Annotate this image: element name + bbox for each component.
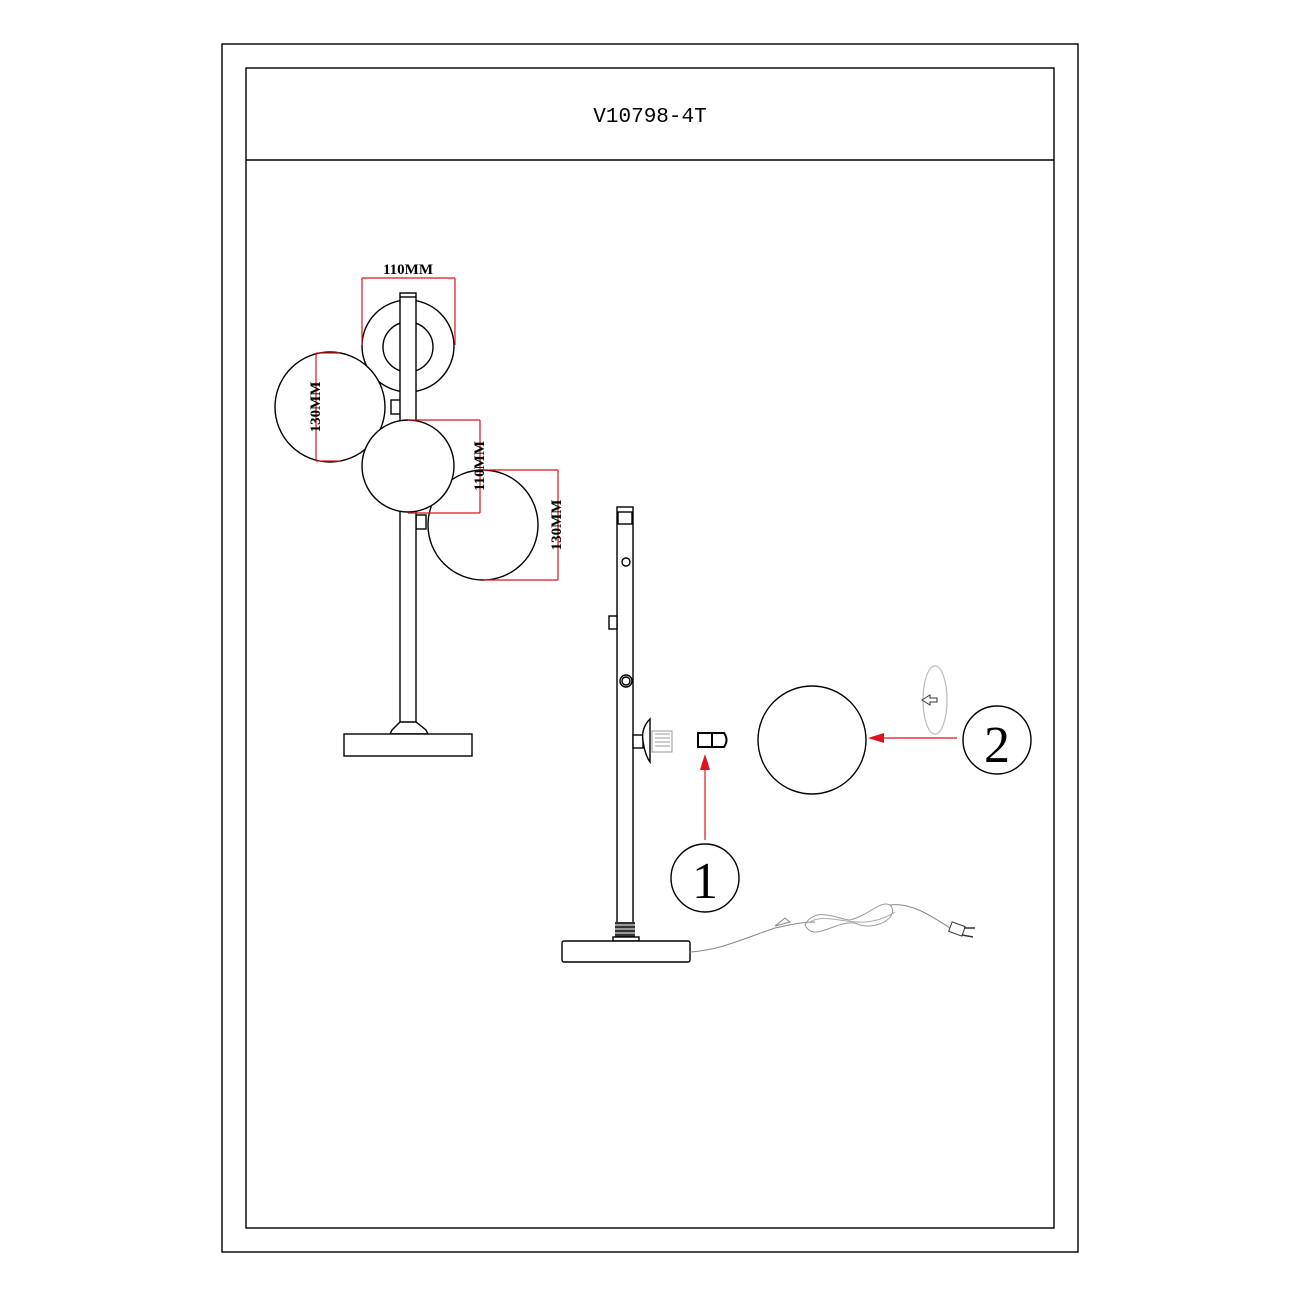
pole-hole xyxy=(619,674,633,688)
left-globe xyxy=(274,351,386,463)
outer-frame xyxy=(221,43,1079,1253)
dimension-label: 110MM xyxy=(383,262,433,278)
inner-frame xyxy=(245,67,1055,1229)
socket-cup xyxy=(641,717,651,765)
dimension-top-width: 110MM xyxy=(361,262,456,345)
exploded-lamp xyxy=(561,506,691,963)
step1-number: 1 xyxy=(692,853,718,910)
middle-globe xyxy=(361,419,455,513)
rotate-icon xyxy=(921,665,948,735)
step2-number: 2 xyxy=(984,717,1010,774)
pole-cone xyxy=(388,721,430,735)
dimension-label: 130MM xyxy=(549,500,565,551)
dimension-label: 130MM xyxy=(308,382,324,433)
base xyxy=(561,940,691,963)
glass-globe xyxy=(757,685,867,795)
dimension-label: 110MM xyxy=(472,441,488,491)
side-tab xyxy=(608,615,618,630)
socket-arm xyxy=(632,734,644,749)
drawing-title: V10798-4T xyxy=(593,106,706,129)
dimension-left-height: 130MM xyxy=(308,352,340,462)
dimension-middle-height: 110MM xyxy=(408,419,488,514)
pole-hole xyxy=(621,557,631,567)
pole-threads xyxy=(612,922,640,942)
pole xyxy=(616,506,634,938)
step1-badge xyxy=(670,843,740,913)
socket-ring-part xyxy=(697,732,728,748)
power-cord xyxy=(689,903,975,953)
assembled-lamp xyxy=(274,292,539,757)
dimension-right-height: 130MM xyxy=(483,469,565,581)
plug-icon xyxy=(948,921,975,938)
step2-badge xyxy=(962,705,1032,775)
lamp-base xyxy=(343,733,473,757)
